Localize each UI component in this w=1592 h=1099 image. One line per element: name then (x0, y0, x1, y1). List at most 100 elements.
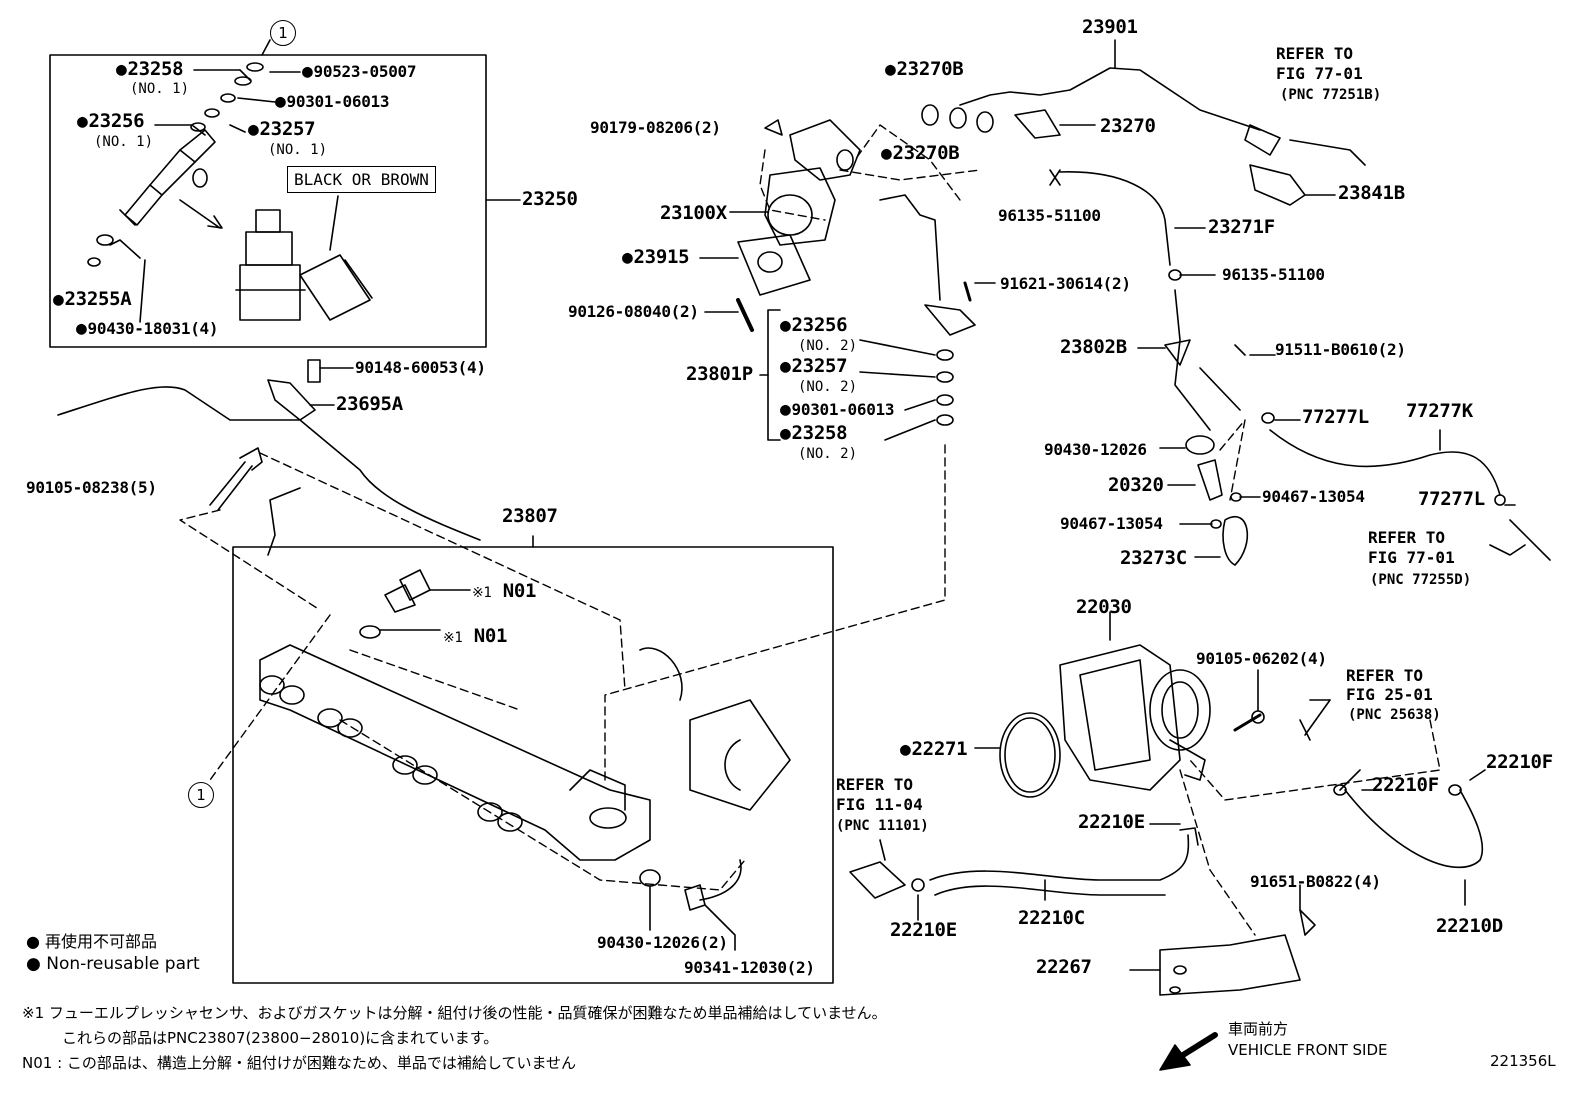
label-22271: 22271 (900, 740, 968, 759)
ref-11-04-line2: FIG 11-04 (836, 795, 923, 814)
throttle-body-sketch (1059, 611, 1211, 791)
label-22267: 22267 (1036, 956, 1092, 978)
label-23257-no2-sub: (NO. 2) (798, 379, 858, 395)
note-3: N01 : この部品は、構造上分解・組付けが困難なため、単品では補給していません (22, 1054, 577, 1072)
label-22210F-a: 22210F (1486, 751, 1553, 773)
ref-77-01-b-line1: REFER TO (1368, 528, 1446, 547)
legend-jp-text: 再使用不可部品 (45, 932, 158, 951)
fuel-pump-sketch (737, 119, 861, 296)
label-23258: 23258 (116, 60, 184, 79)
kome-mark-2: ※1 (443, 630, 463, 646)
label-23256: 23256 (77, 112, 145, 131)
label-90467-13054-b: 90467-13054 (1060, 514, 1163, 533)
label-20320: 20320 (1108, 474, 1164, 496)
label-n01-sensor: ※1 N01 (472, 582, 536, 601)
label-22210D: 22210D (1436, 915, 1503, 937)
label-23250: 23250 (522, 188, 578, 210)
label-23801P: 23801P (686, 363, 753, 385)
front-jp: 車両前方 (1228, 1020, 1289, 1038)
label-23841B: 23841B (1338, 182, 1405, 204)
label-23257-sub: (NO. 1) (268, 142, 328, 158)
label-90430-12026-2: 90430-12026(2) (597, 933, 728, 952)
label-91621-30614: 91621-30614(2) (1000, 274, 1131, 293)
rail-box-frame (232, 546, 834, 984)
label-22210E-a: 22210E (1078, 811, 1145, 833)
label-90301-06013-b: 90301-06013 (780, 401, 895, 419)
label-23915: 23915 (622, 248, 690, 267)
label-23807: 23807 (502, 505, 558, 527)
ref-11-04-line1: REFER TO (836, 775, 914, 794)
ref-77-01-a-line3: (PNC 77251B) (1280, 87, 1382, 103)
legend-jp: ● 再使用不可部品 (26, 932, 158, 951)
label-n01-gasket: ※1 N01 (443, 627, 507, 646)
injector-sketch (87, 62, 264, 267)
n01-text-2: N01 (473, 625, 508, 647)
label-23256-no2: 23256 (780, 316, 848, 335)
label-23901: 23901 (1082, 16, 1138, 38)
kome-mark-1: ※1 (472, 585, 492, 601)
label-90523-05007: 90523-05007 (302, 63, 417, 81)
label-23255A: 23255A (53, 290, 132, 309)
legend-en-text: Non-reusable part (46, 954, 200, 974)
label-23273C: 23273C (1120, 547, 1187, 569)
ref-77-01-a-line2: FIG 77-01 (1276, 64, 1363, 83)
fuel-pressure-sensor-sketch (359, 569, 471, 639)
note-2: これらの部品はPNC23807(23800−28010)に含まれています。 (62, 1029, 499, 1047)
label-23270B-a: 23270B (885, 60, 964, 79)
label-23270: 23270 (1100, 115, 1156, 137)
ref-25-01-line3: (PNC 25638) (1348, 707, 1441, 723)
label-90179-08206: 90179-08206(2) (590, 118, 721, 137)
fuel-injector-sketch (235, 209, 373, 321)
label-23258-sub: (NO. 1) (130, 81, 190, 97)
label-22030: 22030 (1076, 596, 1132, 618)
label-91651-B0822: 91651-B0822(4) (1250, 872, 1381, 891)
label-23270B-b: 23270B (881, 144, 960, 163)
label-23802B: 23802B (1060, 336, 1127, 358)
label-90126-08040: 90126-08040(2) (568, 302, 699, 321)
label-23256-no2-sub: (NO. 2) (798, 338, 858, 354)
label-90105-08238: 90105-08238(5) (26, 478, 157, 497)
label-77277K: 77277K (1406, 400, 1473, 422)
label-90148-60053: 90148-60053(4) (355, 358, 486, 377)
label-90301-06013-a: 90301-06013 (275, 93, 390, 111)
label-23695A: 23695A (336, 393, 403, 415)
label-22210E-b: 22210E (890, 919, 957, 941)
callout-1-top: 1 (270, 20, 296, 46)
ref-77-01-a-line1: REFER TO (1276, 44, 1354, 63)
note-1: ※1 フューエルプレッシャセンサ、およびガスケットは分解・組付け後の性能・品質確… (22, 1004, 887, 1022)
ref-77-01-b-line3: (PNC 77255D) (1370, 572, 1472, 588)
ref-11-04-line3: (PNC 11101) (836, 818, 929, 834)
injector-box-frame (49, 54, 487, 348)
n01-text-1: N01 (502, 580, 537, 602)
label-77277L-b: 77277L (1418, 488, 1485, 510)
legend-en: ● Non-reusable part (26, 954, 200, 974)
label-22210C: 22210C (1018, 907, 1085, 929)
ref-25-01-line1: REFER TO (1346, 666, 1424, 685)
label-90430-18031: 90430-18031(4) (76, 320, 219, 338)
label-23100X: 23100X (660, 202, 727, 224)
label-23271F: 23271F (1208, 216, 1275, 238)
label-23256-sub: (NO. 1) (94, 134, 154, 150)
label-23257: 23257 (248, 120, 316, 139)
callout-1-bottom: 1 (188, 782, 214, 808)
fuel-rail-sketch (259, 644, 651, 861)
label-black-or-brown: BLACK OR BROWN (287, 166, 436, 193)
label-91511-B0610: 91511-B0610(2) (1275, 340, 1406, 359)
label-22210F-b: 22210F (1372, 774, 1439, 796)
figure-id: 221356L (1490, 1052, 1556, 1070)
label-90430-12026: 90430-12026 (1044, 440, 1147, 459)
label-23258-no2-sub: (NO. 2) (798, 446, 858, 462)
label-90341-12030: 90341-12030(2) (684, 958, 815, 977)
label-77277L-a: 77277L (1302, 406, 1369, 428)
label-90467-13054-a: 90467-13054 (1262, 487, 1365, 506)
front-en: VEHICLE FRONT SIDE (1228, 1041, 1388, 1059)
label-23257-no2: 23257 (780, 357, 848, 376)
label-96135-51100-a: 96135-51100 (998, 206, 1101, 225)
label-96135-51100-b: 96135-51100 (1222, 265, 1325, 284)
label-90105-06202: 90105-06202(4) (1196, 649, 1327, 668)
ref-25-01-line2: FIG 25-01 (1346, 685, 1433, 704)
label-23258-no2: 23258 (780, 424, 848, 443)
ref-77-01-b-line2: FIG 77-01 (1368, 548, 1455, 567)
